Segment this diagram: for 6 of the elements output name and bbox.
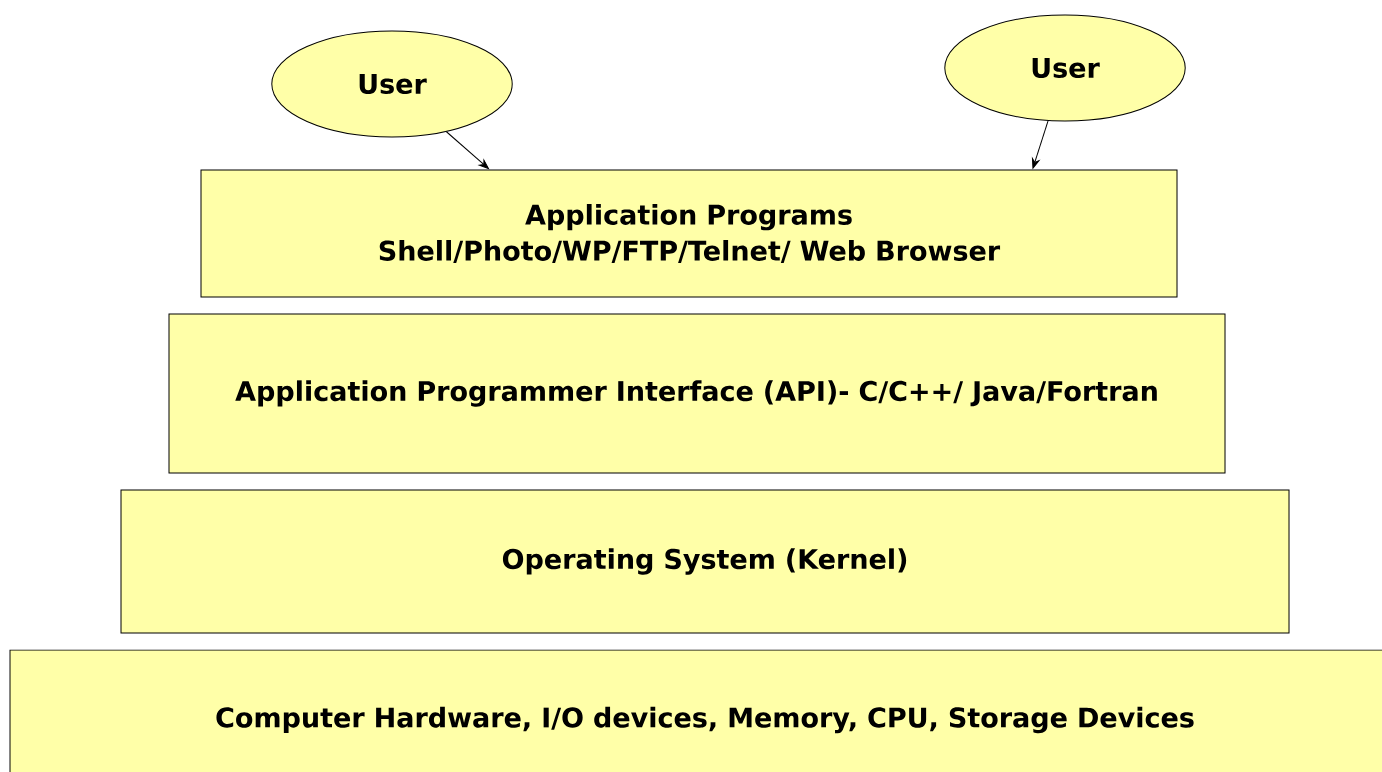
layer-box: Application Programmer Interface (API)- C/C++/ Java/Fortran	[168, 313, 1226, 474]
arrow	[445, 131, 489, 170]
layer-box: Application Programs Shell/Photo/WP/FTP/Telnet/ Web Browser	[200, 169, 1178, 298]
arrow	[1031, 120, 1049, 169]
layer-box: Operating System (Kernel)	[120, 489, 1290, 634]
layer-box: Computer Hardware, I/O devices, Memory, CPU, Storage Devices	[9, 649, 1382, 772]
